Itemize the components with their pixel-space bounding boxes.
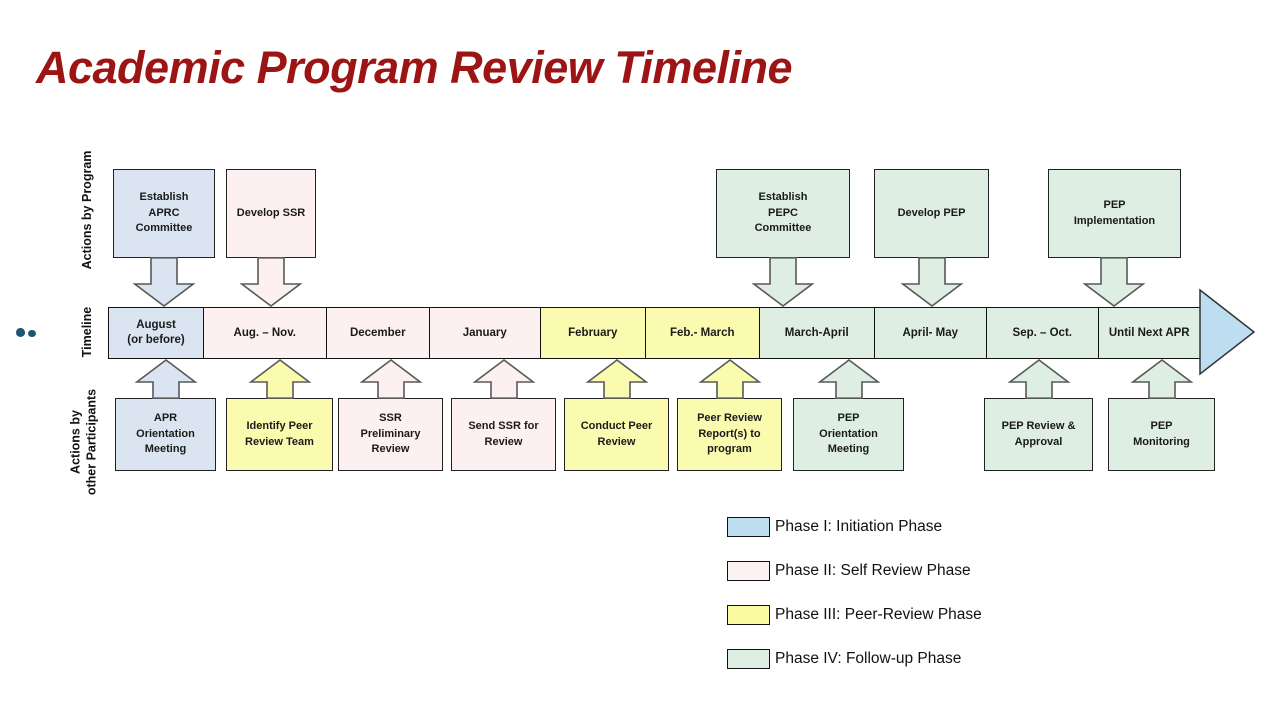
up-arrow-icon [1130,358,1194,400]
action-box-peer-review-report: Peer Review Report(s) to program [677,398,782,471]
action-label: Establish PEPC Committee [754,190,812,235]
action-box-pep-orientation-meeting: PEP Orientation Meeting [793,398,904,471]
down-arrow-icon [1082,257,1146,308]
up-arrow-icon [248,358,312,400]
down-arrow-icon [132,257,196,308]
up-arrow-icon [698,358,762,400]
down-arrow-icon [239,257,303,308]
action-box-apr-orientation-meeting: APR Orientation Meeting [115,398,216,471]
segment-label: Sep. – Oct. [1012,326,1072,339]
action-label: Send SSR for Review [468,419,539,448]
bullet-dot [15,328,25,337]
segment-label: December [349,326,406,339]
up-arrow-icon [817,358,881,400]
action-box-ssr-preliminary-review: SSR Preliminary Review [338,398,443,471]
up-arrow-icon [585,358,649,400]
segment-label: Feb.- March [669,326,735,339]
timeline-segment-january: January [428,307,541,359]
up-arrow-icon [134,358,198,400]
segment-label: August (or before) [127,319,185,346]
timeline-segment-sep-oct: Sep. – Oct. [985,307,1099,359]
timeline-segment-april-may: April- May [873,307,987,359]
action-box-identify-peer-review-team: Identify Peer Review Team [226,398,333,471]
page-title: Academic Program Review Timeline [36,42,793,93]
legend-label: Phase III: Peer-Review Phase [775,606,982,623]
timeline-segment-until-next-apr: Until Next APR [1097,307,1201,359]
action-box-develop-pep: Develop PEP [874,169,989,258]
action-label: Establish APRC Committee [135,190,193,235]
timeline-segment-aug-nov: Aug. – Nov. [202,307,327,359]
segment-label: March-April [784,326,849,339]
legend-swatch-phase2 [727,561,770,581]
legend-item-phase4: Phase IV: Follow-up Phase [727,649,961,669]
up-arrow-icon [1007,358,1071,400]
legend-item-phase1: Phase I: Initiation Phase [727,517,942,537]
legend-label: Phase I: Initiation Phase [775,518,943,535]
segment-label: April- May [902,326,959,339]
segment-label: Aug. – Nov. [233,326,296,339]
action-label: Identify Peer Review Team [245,419,314,448]
timeline-segment-february: February [539,307,646,359]
up-arrow-icon [359,358,423,400]
action-box-pep-implementation: PEP Implementation [1048,169,1181,258]
action-box-pep-monitoring: PEP Monitoring [1108,398,1215,471]
segment-label: Until Next APR [1108,326,1190,339]
bullet-dot [28,329,36,337]
segment-label: February [568,326,618,339]
legend-swatch-phase4 [727,649,770,669]
action-label: SSR Preliminary Review [360,411,421,456]
legend-item-phase3: Phase III: Peer-Review Phase [727,605,982,625]
row-label-actions-by-program: Actions by Program [80,150,95,270]
timeline-segment-august: August (or before) [108,307,204,359]
segment-label: January [462,326,507,339]
legend-label: Phase II: Self Review Phase [775,562,971,579]
action-box-conduct-peer-review: Conduct Peer Review [564,398,669,471]
row-label-timeline: Timeline [80,306,95,358]
timeline-segment-march-april: March-April [758,307,875,359]
legend-swatch-phase1 [727,517,770,537]
action-label: APR Orientation Meeting [136,411,195,456]
row-label-actions-by-other-participants: Actions by other Participants [68,388,98,496]
action-box-pep-review-approval: PEP Review & Approval [984,398,1093,471]
action-label: PEP Orientation Meeting [819,411,878,456]
legend-swatch-phase3 [727,605,770,625]
legend-label: Phase IV: Follow-up Phase [775,650,962,667]
action-label: Conduct Peer Review [580,419,653,448]
up-arrow-icon [472,358,536,400]
action-box-send-ssr-for-review: Send SSR for Review [451,398,556,471]
action-label: PEP Monitoring [1133,419,1190,448]
timeline-forward-arrow-icon [1199,288,1256,376]
action-box-develop-ssr: Develop SSR [226,169,316,258]
action-label: PEP Implementation [1073,198,1156,227]
legend-item-phase2: Phase II: Self Review Phase [727,561,971,581]
action-label: Develop SSR [236,206,306,219]
timeline-segment-december: December [325,307,430,359]
down-arrow-icon [900,257,964,308]
timeline-segment-feb-march: Feb.- March [644,307,760,359]
action-label: PEP Review & Approval [1001,419,1076,448]
down-arrow-icon [751,257,815,308]
action-label: Peer Review Report(s) to program [697,411,762,456]
action-box-establish-pepc-committee: Establish PEPC Committee [716,169,850,258]
action-label: Develop PEP [897,206,966,219]
action-box-establish-aprc-committee: Establish APRC Committee [113,169,215,258]
